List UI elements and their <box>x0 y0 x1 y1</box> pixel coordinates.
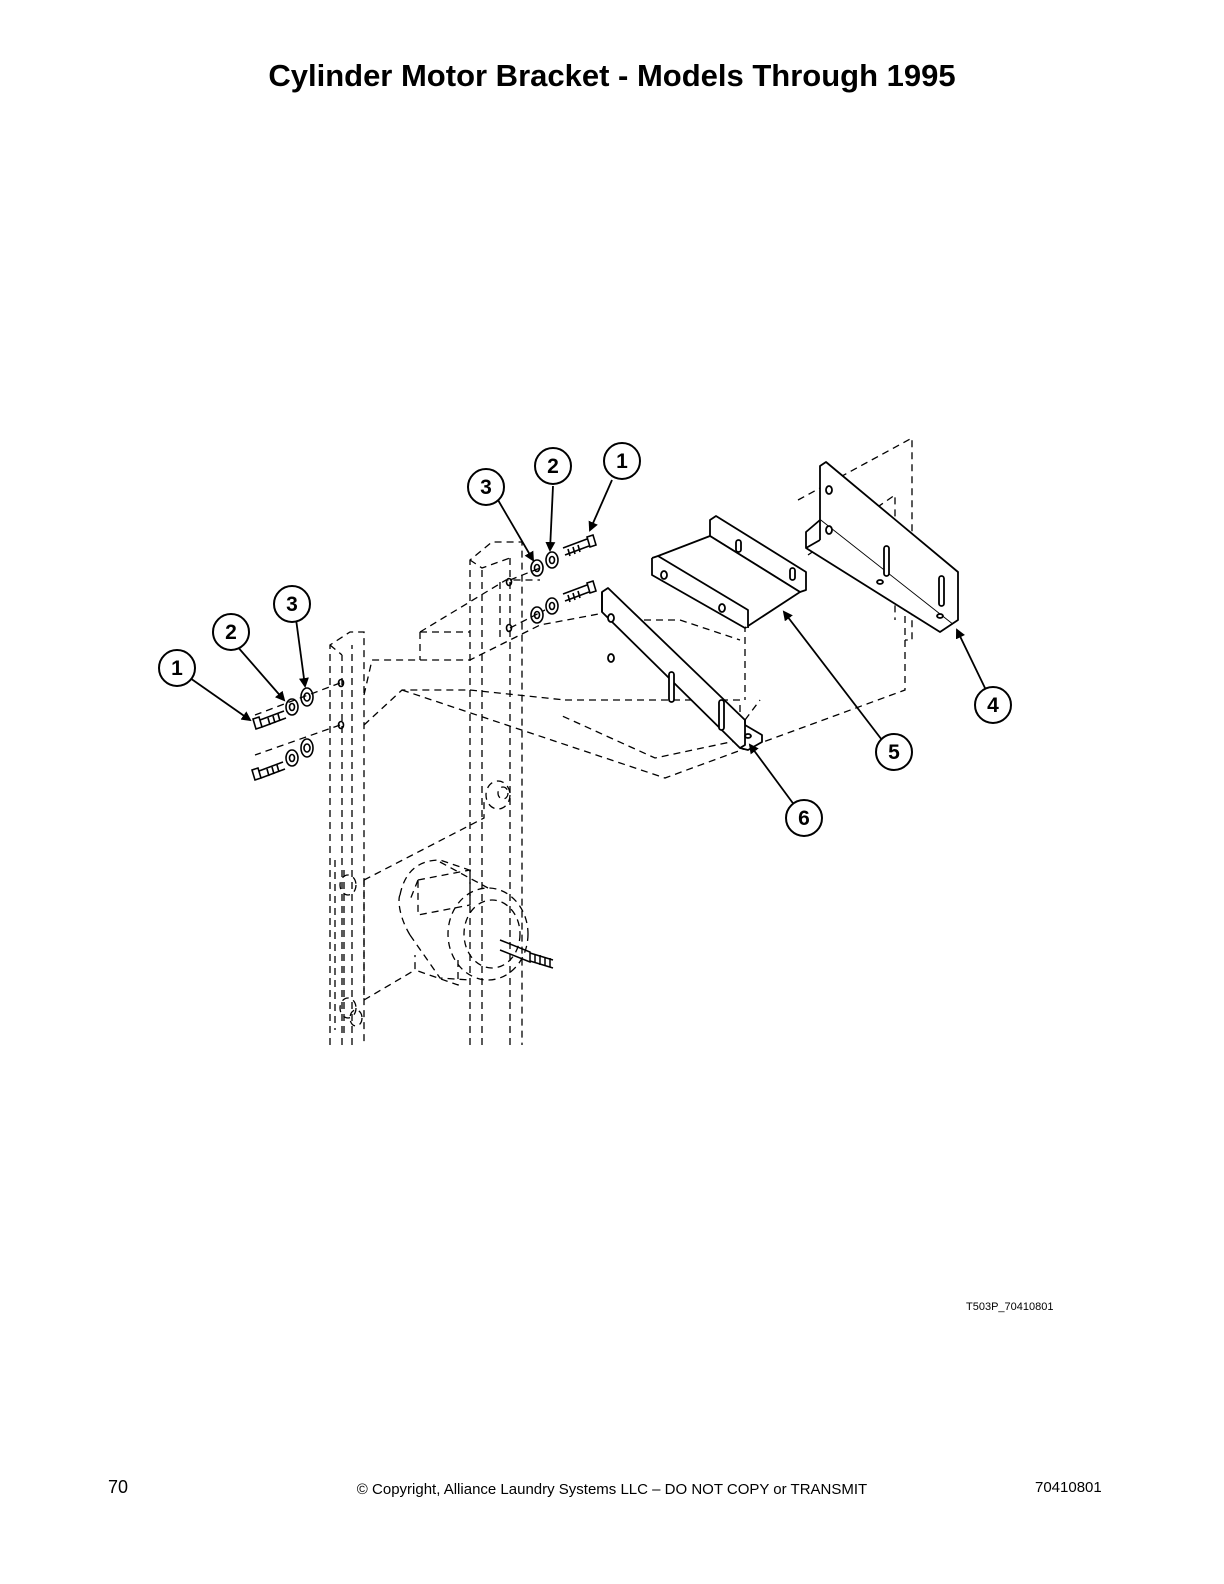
document-number: 70410801 <box>1035 1479 1102 1496</box>
copyright-notice: © Copyright, Alliance Laundry Systems LL… <box>356 1481 868 1498</box>
callout-1-upper: 1 <box>603 442 641 480</box>
callout-2-lower: 2 <box>212 613 250 651</box>
svg-text:1: 1 <box>616 450 628 473</box>
upper-hardware <box>505 533 597 633</box>
callout-4: 4 <box>974 686 1012 724</box>
callout-1-lower: 1 <box>158 649 196 687</box>
svg-text:3: 3 <box>480 476 492 499</box>
motor-shaft <box>499 939 554 969</box>
callout-leaders <box>189 479 986 807</box>
svg-text:1: 1 <box>171 657 183 680</box>
callout-3-upper: 3 <box>467 468 505 506</box>
callout-3-lower: 3 <box>273 585 311 623</box>
svg-text:2: 2 <box>225 621 237 644</box>
callout-2-upper: 2 <box>534 447 572 485</box>
left-hardware <box>251 678 345 782</box>
page-title: Cylinder Motor Bracket - Models Through … <box>268 58 956 93</box>
phantom-frame <box>254 436 913 1045</box>
svg-text:5: 5 <box>888 741 900 764</box>
svg-text:2: 2 <box>547 455 559 478</box>
svg-text:3: 3 <box>286 593 298 616</box>
callout-6: 6 <box>785 799 823 837</box>
page-number: 70 <box>108 1477 129 1497</box>
svg-text:4: 4 <box>987 694 999 717</box>
channel-bracket-5 <box>651 515 807 629</box>
svg-text:6: 6 <box>798 807 810 830</box>
angle-bracket-4 <box>805 461 959 633</box>
figure-reference-code: T503P_70410801 <box>966 1301 1054 1313</box>
callouts: 1 2 3 3 2 1 4 5 <box>158 442 1012 837</box>
callout-5: 5 <box>875 733 913 771</box>
